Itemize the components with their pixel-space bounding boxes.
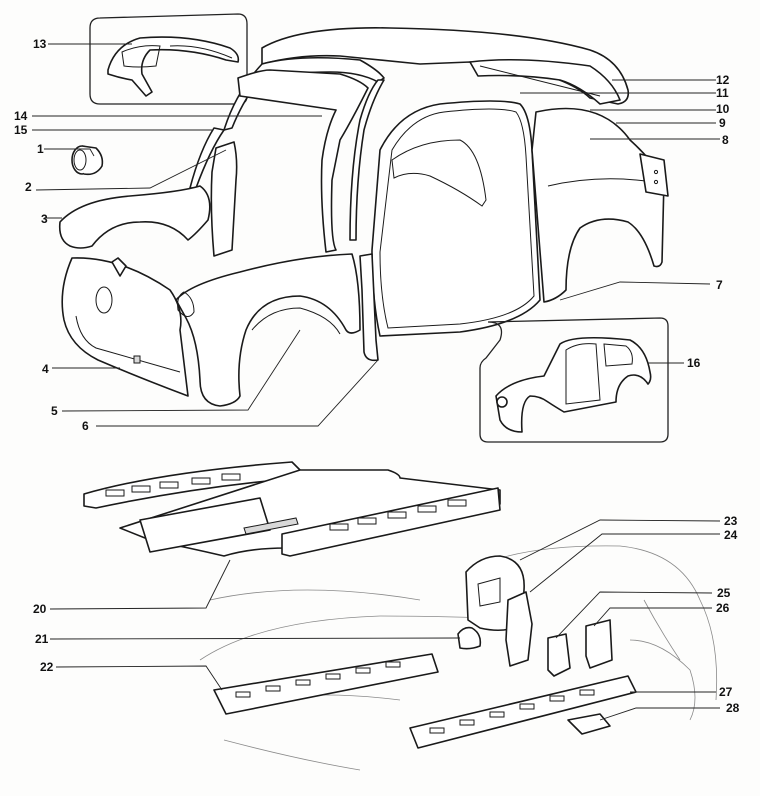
- callout-24: 24: [724, 528, 738, 542]
- callout-12: 12: [716, 73, 730, 87]
- callout-6: 6: [82, 419, 89, 433]
- front-wing: [175, 253, 361, 407]
- callout-5: 5: [51, 404, 58, 418]
- callout-28: 28: [726, 701, 740, 715]
- sunroof-frame: [469, 58, 621, 105]
- floor-pan: [83, 461, 501, 557]
- windscreen-inner-frame: [237, 69, 369, 253]
- callout-9: 9: [719, 116, 726, 130]
- roof-assembly-part: [107, 36, 240, 97]
- mounting-pad: [457, 626, 482, 650]
- side-panel-part: [495, 336, 652, 433]
- callout-23: 23: [724, 514, 738, 528]
- front-panel: [61, 257, 189, 397]
- body-shell: [58, 27, 669, 407]
- leader-lines: [32, 43, 721, 721]
- a-pillar-inner: [210, 141, 238, 257]
- callout-13: 13: [33, 37, 47, 51]
- left-sill: [213, 653, 439, 715]
- callout-27: 27: [719, 685, 733, 699]
- b-pillar: [349, 79, 385, 241]
- rear-pillar-brace: [505, 591, 533, 667]
- callout-4: 4: [42, 362, 49, 376]
- front-wheelhouse-cowl: [58, 185, 211, 249]
- callout-25: 25: [717, 586, 731, 600]
- callout-1: 1: [37, 142, 44, 156]
- right-sill: [409, 675, 637, 749]
- door-sill: [359, 253, 379, 362]
- callout-22: 22: [40, 660, 54, 674]
- inner-rear-arch: [391, 139, 487, 207]
- headlamp-housing: [71, 145, 104, 176]
- callout-14: 14: [14, 109, 28, 123]
- callout-16: 16: [687, 356, 701, 370]
- callout-21: 21: [35, 632, 49, 646]
- roof-panel: [261, 27, 630, 105]
- callout-26: 26: [716, 601, 730, 615]
- callout-7: 7: [716, 278, 723, 292]
- jacking-bracket: [585, 619, 613, 669]
- callout-11: 11: [716, 86, 729, 100]
- callout-20: 20: [33, 602, 47, 616]
- rear-bracket: [547, 633, 571, 677]
- callout-2: 2: [25, 180, 32, 194]
- callout-10: 10: [716, 102, 730, 116]
- rear-lamp-bracket: [639, 153, 669, 197]
- callout-15: 15: [14, 123, 28, 137]
- sill-end-plate: [567, 713, 611, 735]
- rear-side-panel: [531, 107, 665, 303]
- rear-door-frame: [371, 100, 541, 337]
- callout-8: 8: [722, 133, 729, 147]
- callout-3: 3: [41, 212, 48, 226]
- inset-frame-side-panel: [479, 317, 669, 443]
